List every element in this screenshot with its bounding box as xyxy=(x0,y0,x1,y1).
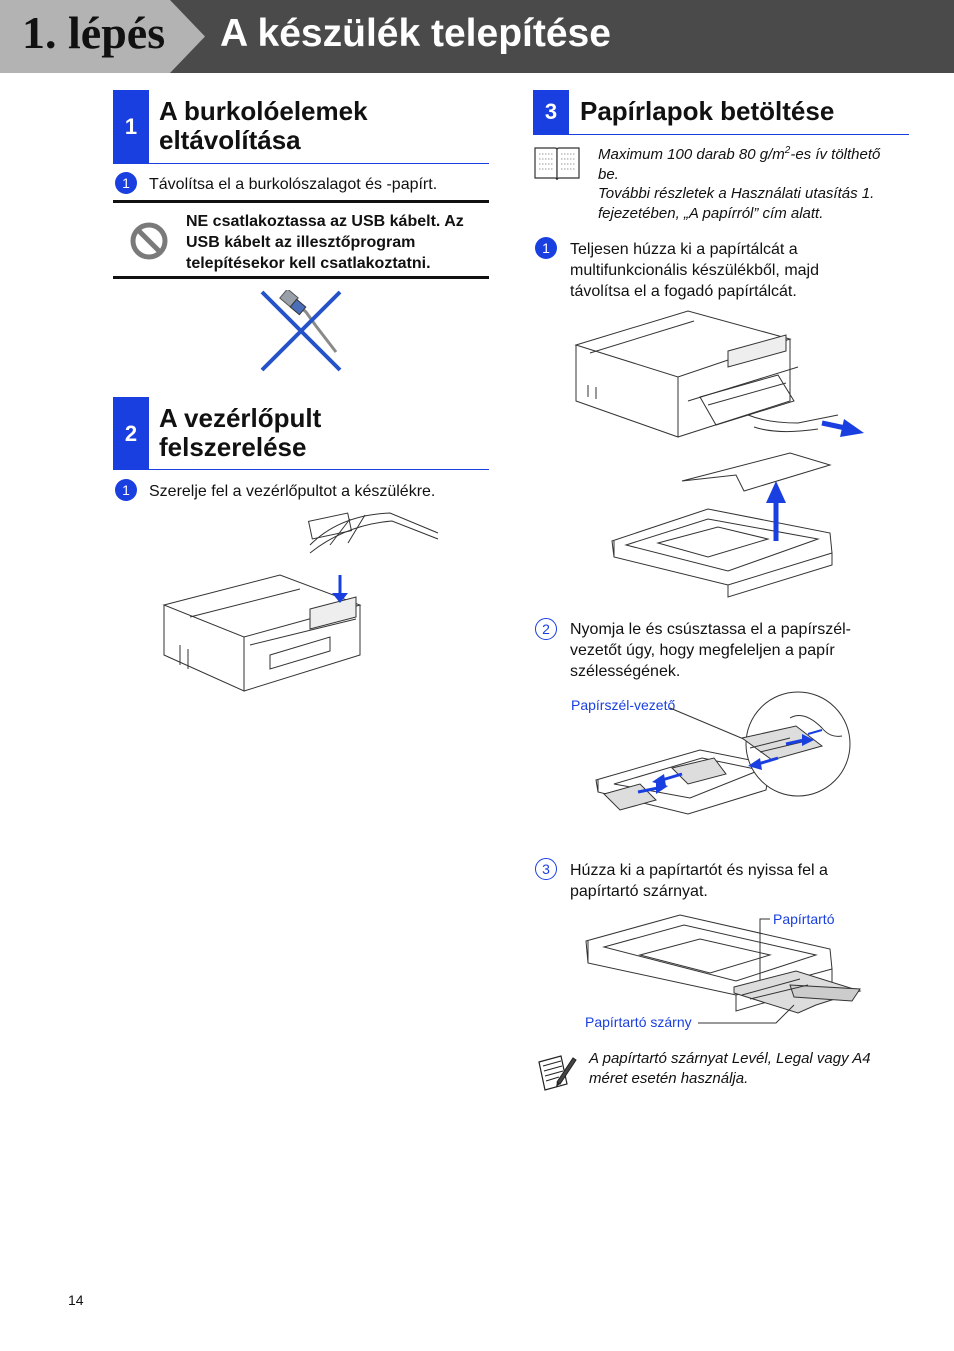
note-pencil-icon xyxy=(538,1055,577,1091)
step-tab xyxy=(0,0,205,73)
section-1-number: 1 xyxy=(113,90,149,163)
paper-guide-illustration xyxy=(595,691,851,815)
section-3-step-1-marker: 1 xyxy=(535,237,557,259)
page-title: A készülék telepítése xyxy=(220,12,611,55)
step-label: 1. lépés xyxy=(22,7,166,58)
section-1-rule xyxy=(113,163,489,164)
paper-guide-callout: Papírszél-vezető xyxy=(571,697,676,713)
paper-support-flap-callout: Papírtartó szárny xyxy=(585,1014,692,1030)
paper-capacity-note: Maximum 100 darab 80 g/m2-es ív tölthető… xyxy=(598,145,881,222)
paper-support-illustration xyxy=(585,914,862,1024)
section-2-step-1-marker: 1 xyxy=(115,479,137,501)
page-number: 14 xyxy=(68,1292,84,1308)
section-2-title: A vezérlőpult felszerelése xyxy=(159,403,322,462)
section-2-rule xyxy=(113,469,489,470)
usb-warning: NE csatlakoztassa az USB kábelt. Az USB … xyxy=(186,213,464,272)
printer-control-panel-illustration xyxy=(162,512,439,692)
section-3-step-2-text: Nyomja le és csúsztassa el a papírszél- … xyxy=(570,621,851,680)
section-3-step-3-text: Húzza ki a papírtartót és nyissa fel a p… xyxy=(570,862,828,900)
book-icon xyxy=(534,147,580,181)
section-1-step-1-text: Távolítsa el a burkolószalagot és -papír… xyxy=(149,176,438,193)
usb-crossed-icon xyxy=(260,290,342,372)
warning-top-rule xyxy=(113,200,489,203)
warning-bottom-rule xyxy=(113,276,489,279)
pull-out-tray-illustration xyxy=(574,310,864,598)
section-1-title: A burkolóelemek eltávolítása xyxy=(159,96,368,155)
section-3-number: 3 xyxy=(533,90,569,134)
section-2-step-1-text: Szerelje fel a vezérlőpultot a készülékr… xyxy=(149,483,436,500)
section-3-step-1-text: Teljesen húzza ki a papírtálcát a multif… xyxy=(570,241,819,300)
no-entry-icon xyxy=(130,222,168,260)
paper-support-callout: Papírtartó xyxy=(773,911,835,927)
section-3-title: Papírlapok betöltése xyxy=(580,96,835,126)
section-2-number: 2 xyxy=(113,397,149,470)
paper-support-flap-note: A papírtartó szárnyat Levél, Legal vagy … xyxy=(589,1050,871,1087)
section-3-rule xyxy=(533,134,909,135)
section-1-step-1-marker: 1 xyxy=(115,172,137,194)
section-3-step-3-marker: 3 xyxy=(535,858,557,880)
section-3-step-2-marker: 2 xyxy=(535,618,557,640)
